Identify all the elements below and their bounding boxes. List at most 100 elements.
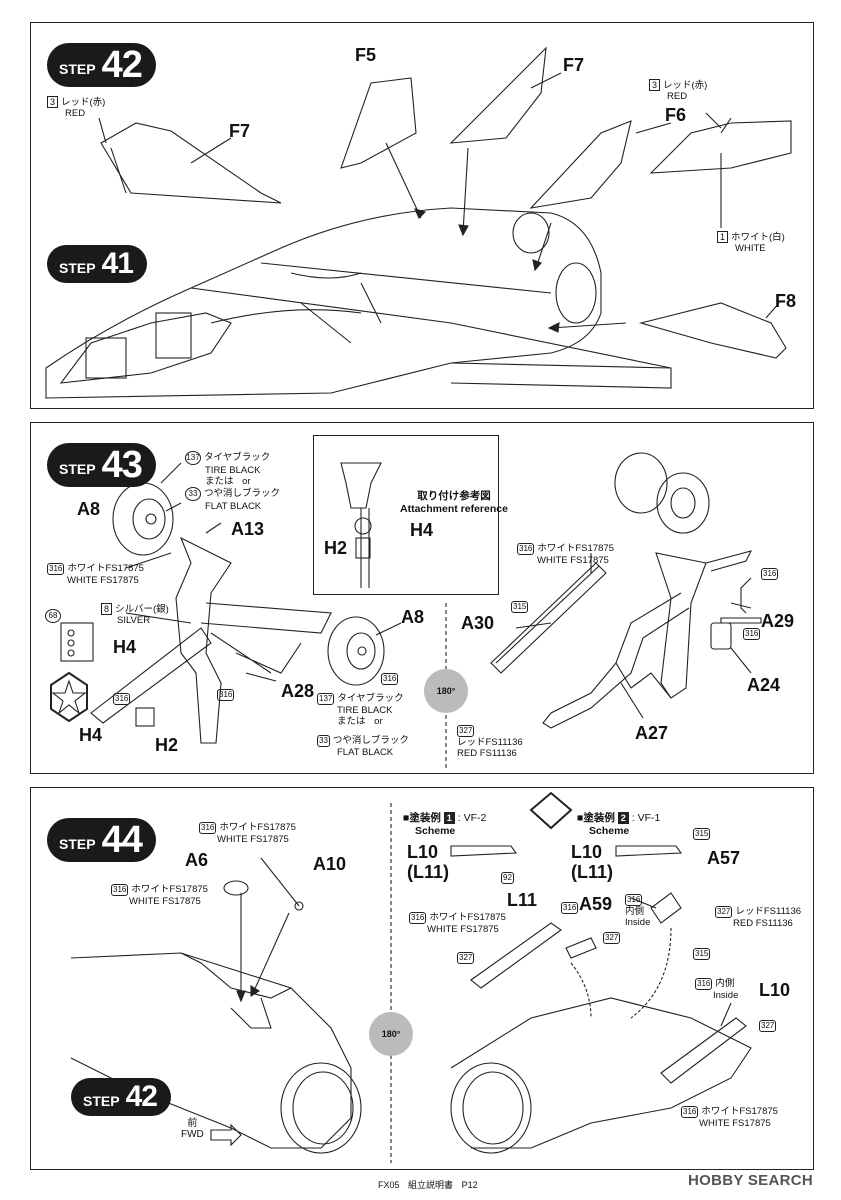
paint-jp: タイヤブラック [204,452,271,463]
part-h4: H4 [113,637,137,657]
paint-jp: レッドFS11136 [457,737,523,748]
or-en: or [242,476,251,487]
rotate-180-icon: 180° [424,669,468,713]
paint-number: 316 [625,894,643,906]
paint-number: 327 [457,725,475,737]
paint-en: TIRE BLACK [205,465,261,476]
part-f7-left: F7 [229,121,251,141]
paint-jp: タイヤブラック [337,693,404,704]
or-jp: または [205,476,234,487]
step-word: STEP [59,260,96,276]
part-a30: A30 [461,613,495,633]
paint-jp: ホワイトFS17875 [537,543,614,554]
inside-note-1: 316 内側 Inside [625,894,650,928]
paint-number: 316 [381,673,399,685]
paint-en: WHITE FS17875 [699,1118,771,1129]
inside-jp: 内側 [625,906,645,917]
part-f6: F6 [665,105,687,125]
inside-en: Inside [713,990,739,1001]
paint-en: WHITE FS17875 [67,575,139,586]
step-44-badge: STEP 44 [47,818,156,862]
paint-number: 316 [111,884,129,896]
paint-number: 92 [501,872,514,884]
part-l10: L10 [759,980,791,1000]
footer-page: P12 [461,1180,478,1190]
scheme-en: Scheme [589,825,630,837]
attachment-reference-box: 取り付け参考図 Attachment reference H4 H2 [313,435,508,595]
paint-number: 316 [743,628,761,640]
step-41-badge: STEP 41 [47,245,147,283]
part-h4-lower: H4 [79,725,103,745]
paint-en: SILVER [117,615,151,626]
rnum-327-c: 327 [759,1020,777,1032]
paint-number: 315 [693,948,711,960]
part-l10: L10 [407,842,439,862]
paint-en: WHITE FS17875 [217,834,289,845]
footer: FX05 組立説明書 P12 [378,1178,478,1191]
step-number: 42 [125,1080,158,1113]
scheme-vf: : VF-1 [631,812,661,824]
rnum-327-a: 327 [457,952,475,964]
paint-en: RED FS11136 [457,748,517,759]
rnum-316-a: 316 [561,902,579,914]
red-fs-note: 327 レッドFS11136 RED FS11136 [457,725,523,759]
step-44-drawing [70,791,752,1163]
step-word: STEP [59,61,96,77]
part-a57: A57 [707,848,741,868]
inside-jp: 内側 [715,978,735,989]
paint-number: 327 [603,932,621,944]
step-43-drawing [50,452,762,768]
part-a8-second: A8 [401,607,425,627]
part-a8: A8 [77,499,101,519]
paint-number: 3 [47,96,59,108]
paint-jp: つや消しブラック [204,488,281,499]
paint-number: 316 [47,563,65,575]
fwd-jp: 前 [187,1118,198,1129]
paint-number: 137 [317,693,335,705]
paint-number: 8 [101,603,113,615]
rnum-316-e: 316 [743,628,761,640]
paint-jp: レッド(赤) [61,97,106,108]
part-a10: A10 [313,854,347,874]
scheme-en: Scheme [415,825,456,837]
part-l11: (L11) [407,862,450,882]
part-a13: A13 [231,519,265,539]
scheme-2: ■塗装例 2: VF-1 Scheme [577,812,660,838]
footer-jp: 組立説明書 [408,1180,454,1190]
scheme-number: 2 [617,812,629,824]
paint-jp: レッドFS11136 [735,906,802,917]
hobby-search-watermark: HOBBY SEARCH [688,1172,814,1189]
step-42-drawing [45,46,792,399]
paint-jp: ホワイトFS17875 [429,912,506,923]
paint-en: RED FS11136 [733,918,793,929]
paint-en: WHITE FS17875 [129,896,201,907]
paint-en: FLAT BLACK [205,501,262,512]
paint-jp: ホワイトFS17875 [219,822,296,833]
paint-jp: ホワイトFS17875 [131,884,208,895]
rnum-316-b: 316 [217,689,235,701]
inside-en: Inside [625,917,651,928]
paint-jp: ホワイト(白) [731,232,785,243]
or-jp: または [337,716,366,727]
paint-jp: シルバー(銀) [115,604,169,615]
paint-number: 327 [759,1020,777,1032]
paint-jp: ホワイトFS17875 [67,563,144,574]
paint-number: 315 [511,601,529,613]
part-a29: A29 [761,611,795,631]
scheme-jp: ■塗装例 [577,812,615,824]
paint-number: 316 [217,689,235,701]
paint-number: 137 [185,451,201,465]
